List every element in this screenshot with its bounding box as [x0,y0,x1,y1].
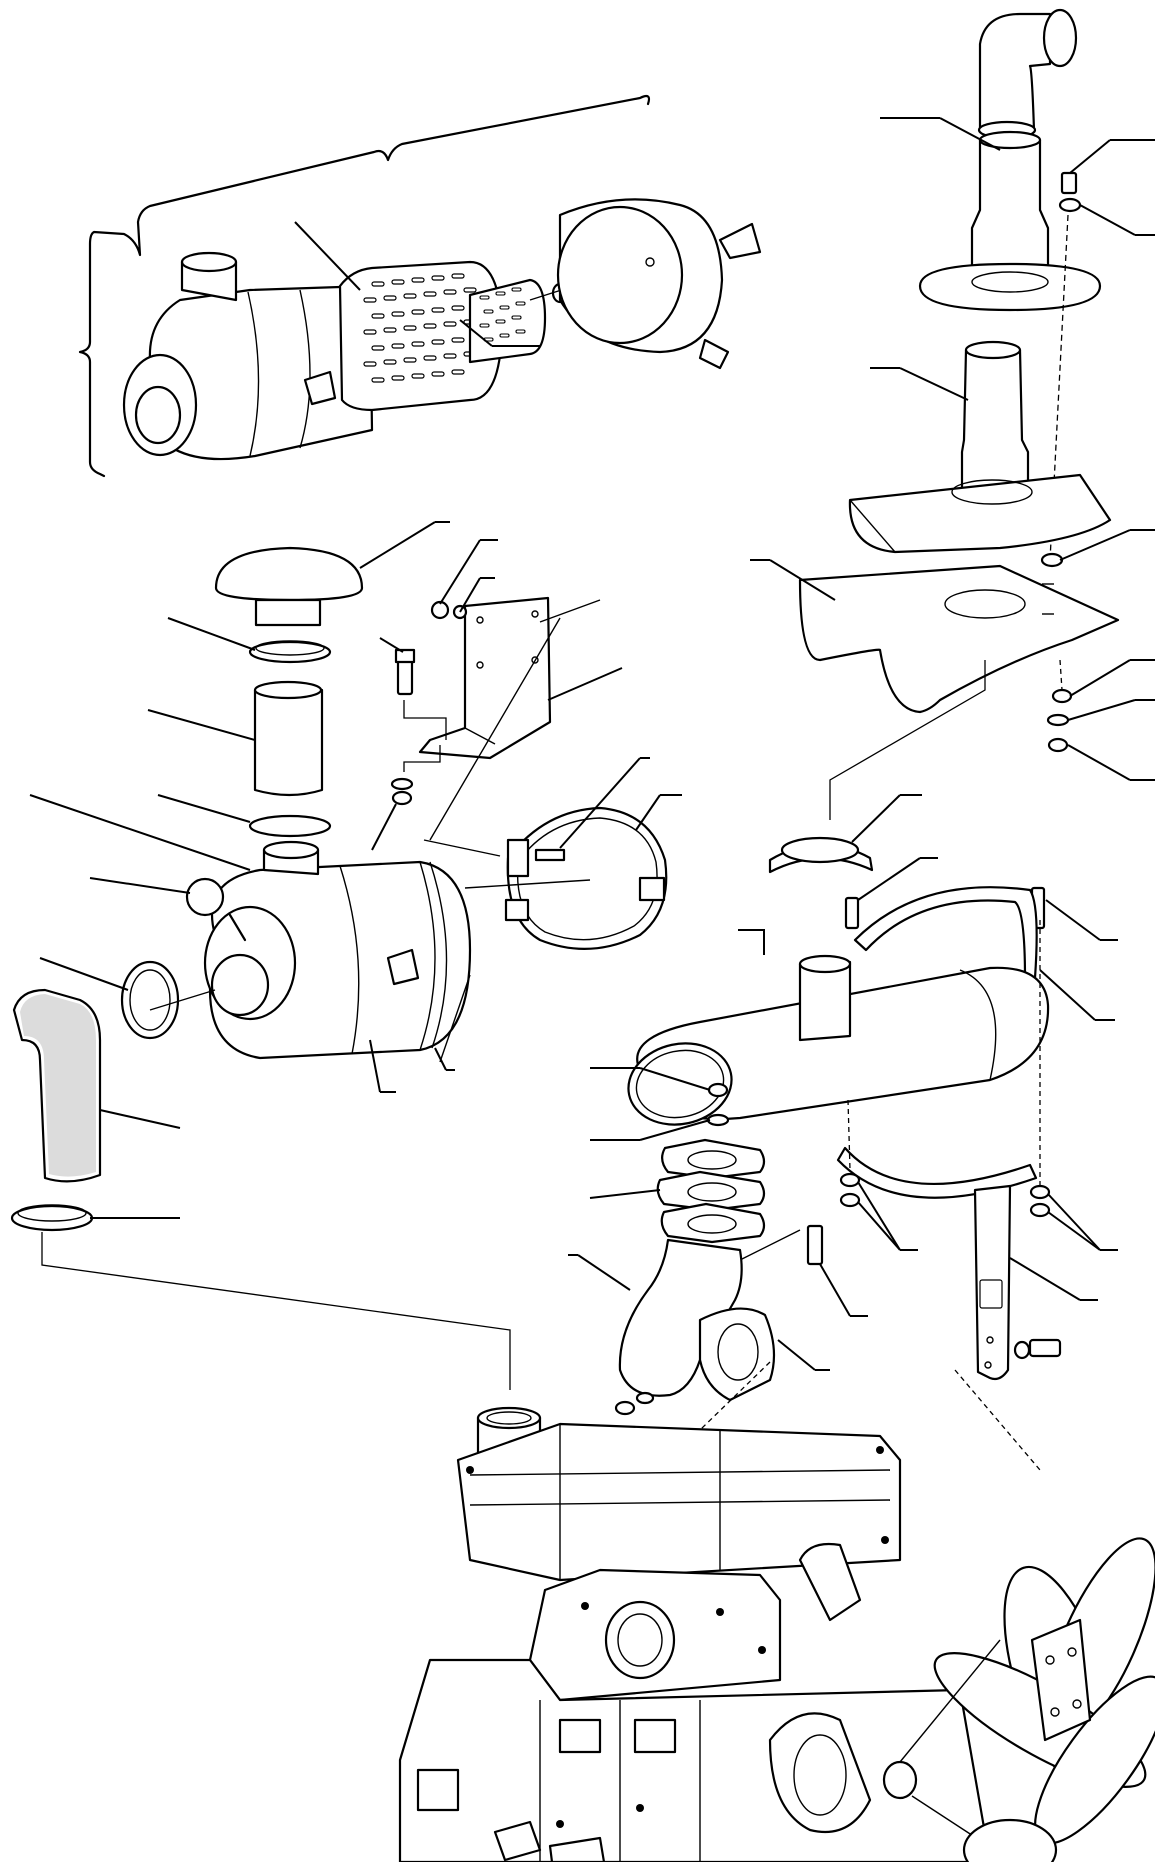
muffler-outlet [798,960,852,1042]
fan-belt-upper [899,1639,1001,1763]
upper-hose-clamp [248,640,332,664]
housing-clamp [303,370,337,406]
manifold-port [604,1600,676,1680]
cover-wing-bolt [718,222,762,260]
block-port-2 [633,1718,677,1754]
stack-elbow [978,12,1052,132]
thermostat-housing [798,1542,862,1622]
engine [398,1406,1155,1862]
exhaust-gasket [656,1170,766,1212]
crank-pulley [962,1818,1058,1862]
bracket-assembly [369,539,682,1093]
upper-strap [853,886,1038,980]
stack-flange [918,262,1102,312]
lower-strap [836,1146,1038,1199]
muffler-nut-right-2 [1029,1202,1051,1218]
detail-brace [78,94,651,478]
upper-stack [970,138,1050,280]
stack-base-plate [848,473,1112,554]
upper-flange [661,1138,766,1180]
intake-pipe [253,688,324,797]
leader-rain-cap [359,521,436,569]
plate-nut-2 [1047,737,1069,753]
leader-muffler [738,929,765,955]
bracket-bolt-head [1028,1338,1062,1358]
inner-filter-slots [479,287,526,342]
flange-washer [706,1113,730,1127]
leader-inner-filter [459,319,493,347]
cover-face [556,205,684,345]
stack-elbow-mouth [1042,8,1078,68]
intake-path [41,1232,511,1390]
plate-washer [1046,713,1070,727]
manifold-gasket [698,1307,776,1402]
exhaust-elbow [618,1238,743,1397]
rain-cap-stem [254,598,322,627]
inner-filter-element [468,278,547,364]
leader-cleaner [29,794,251,871]
bracket-bolt [396,658,414,696]
lower-nut [391,790,413,806]
flange-nut [707,1082,729,1098]
rain-cap [214,546,364,602]
block-boss [416,1768,460,1812]
band-hinge [506,838,530,878]
lower-stack-pipe [960,348,1030,502]
hood-plate [798,564,1120,714]
exhaust-stack [750,8,1155,820]
cover-valve [698,338,730,370]
bracket-nut [430,600,450,620]
muffler-nut-left-2 [839,1192,861,1208]
lower-flange [660,1202,766,1244]
muffler-nut-left-1 [839,1172,861,1188]
alternator [768,1712,872,1834]
elbow-nut [614,1400,636,1416]
lower-hose-clamp [248,814,332,838]
engine-fasteners [466,1446,889,1828]
restriction-indicator [185,877,225,917]
block-port-1 [558,1718,602,1754]
cleaner-outlet [210,953,270,1017]
leader-outer-filter [294,221,361,291]
stack-bolt [1060,171,1078,195]
bracket-bolt-washer [1013,1340,1031,1360]
elbow-washer [635,1391,655,1405]
clamp-bolt-left [844,896,860,930]
oil-filter-base [493,1820,542,1862]
muffler-nut-right-1 [1029,1184,1051,1200]
air-cleaner-detail [78,94,762,478]
housing-outlet [134,385,182,445]
body-clamp [386,948,420,986]
band-bolt [534,848,566,862]
plate-nut-1 [1051,688,1073,704]
intake-pipe-top [253,680,323,700]
elbow-hose [12,988,102,1183]
air-cleaner-assembly [10,521,511,1390]
clamp-band [506,806,668,950]
intake-tube-opening [180,251,238,273]
lower-washer [390,777,414,791]
fuel-pump [548,1836,606,1862]
plate-nut-upper [1040,552,1064,568]
muffler-end [627,1042,733,1126]
outlet-clamp [120,960,180,1040]
cooling-fan [933,1537,1155,1845]
stack-washer [1058,197,1082,213]
alternator-pulley [882,1760,918,1800]
mounting-bracket [418,596,552,760]
elbow-bolt [806,1224,824,1266]
